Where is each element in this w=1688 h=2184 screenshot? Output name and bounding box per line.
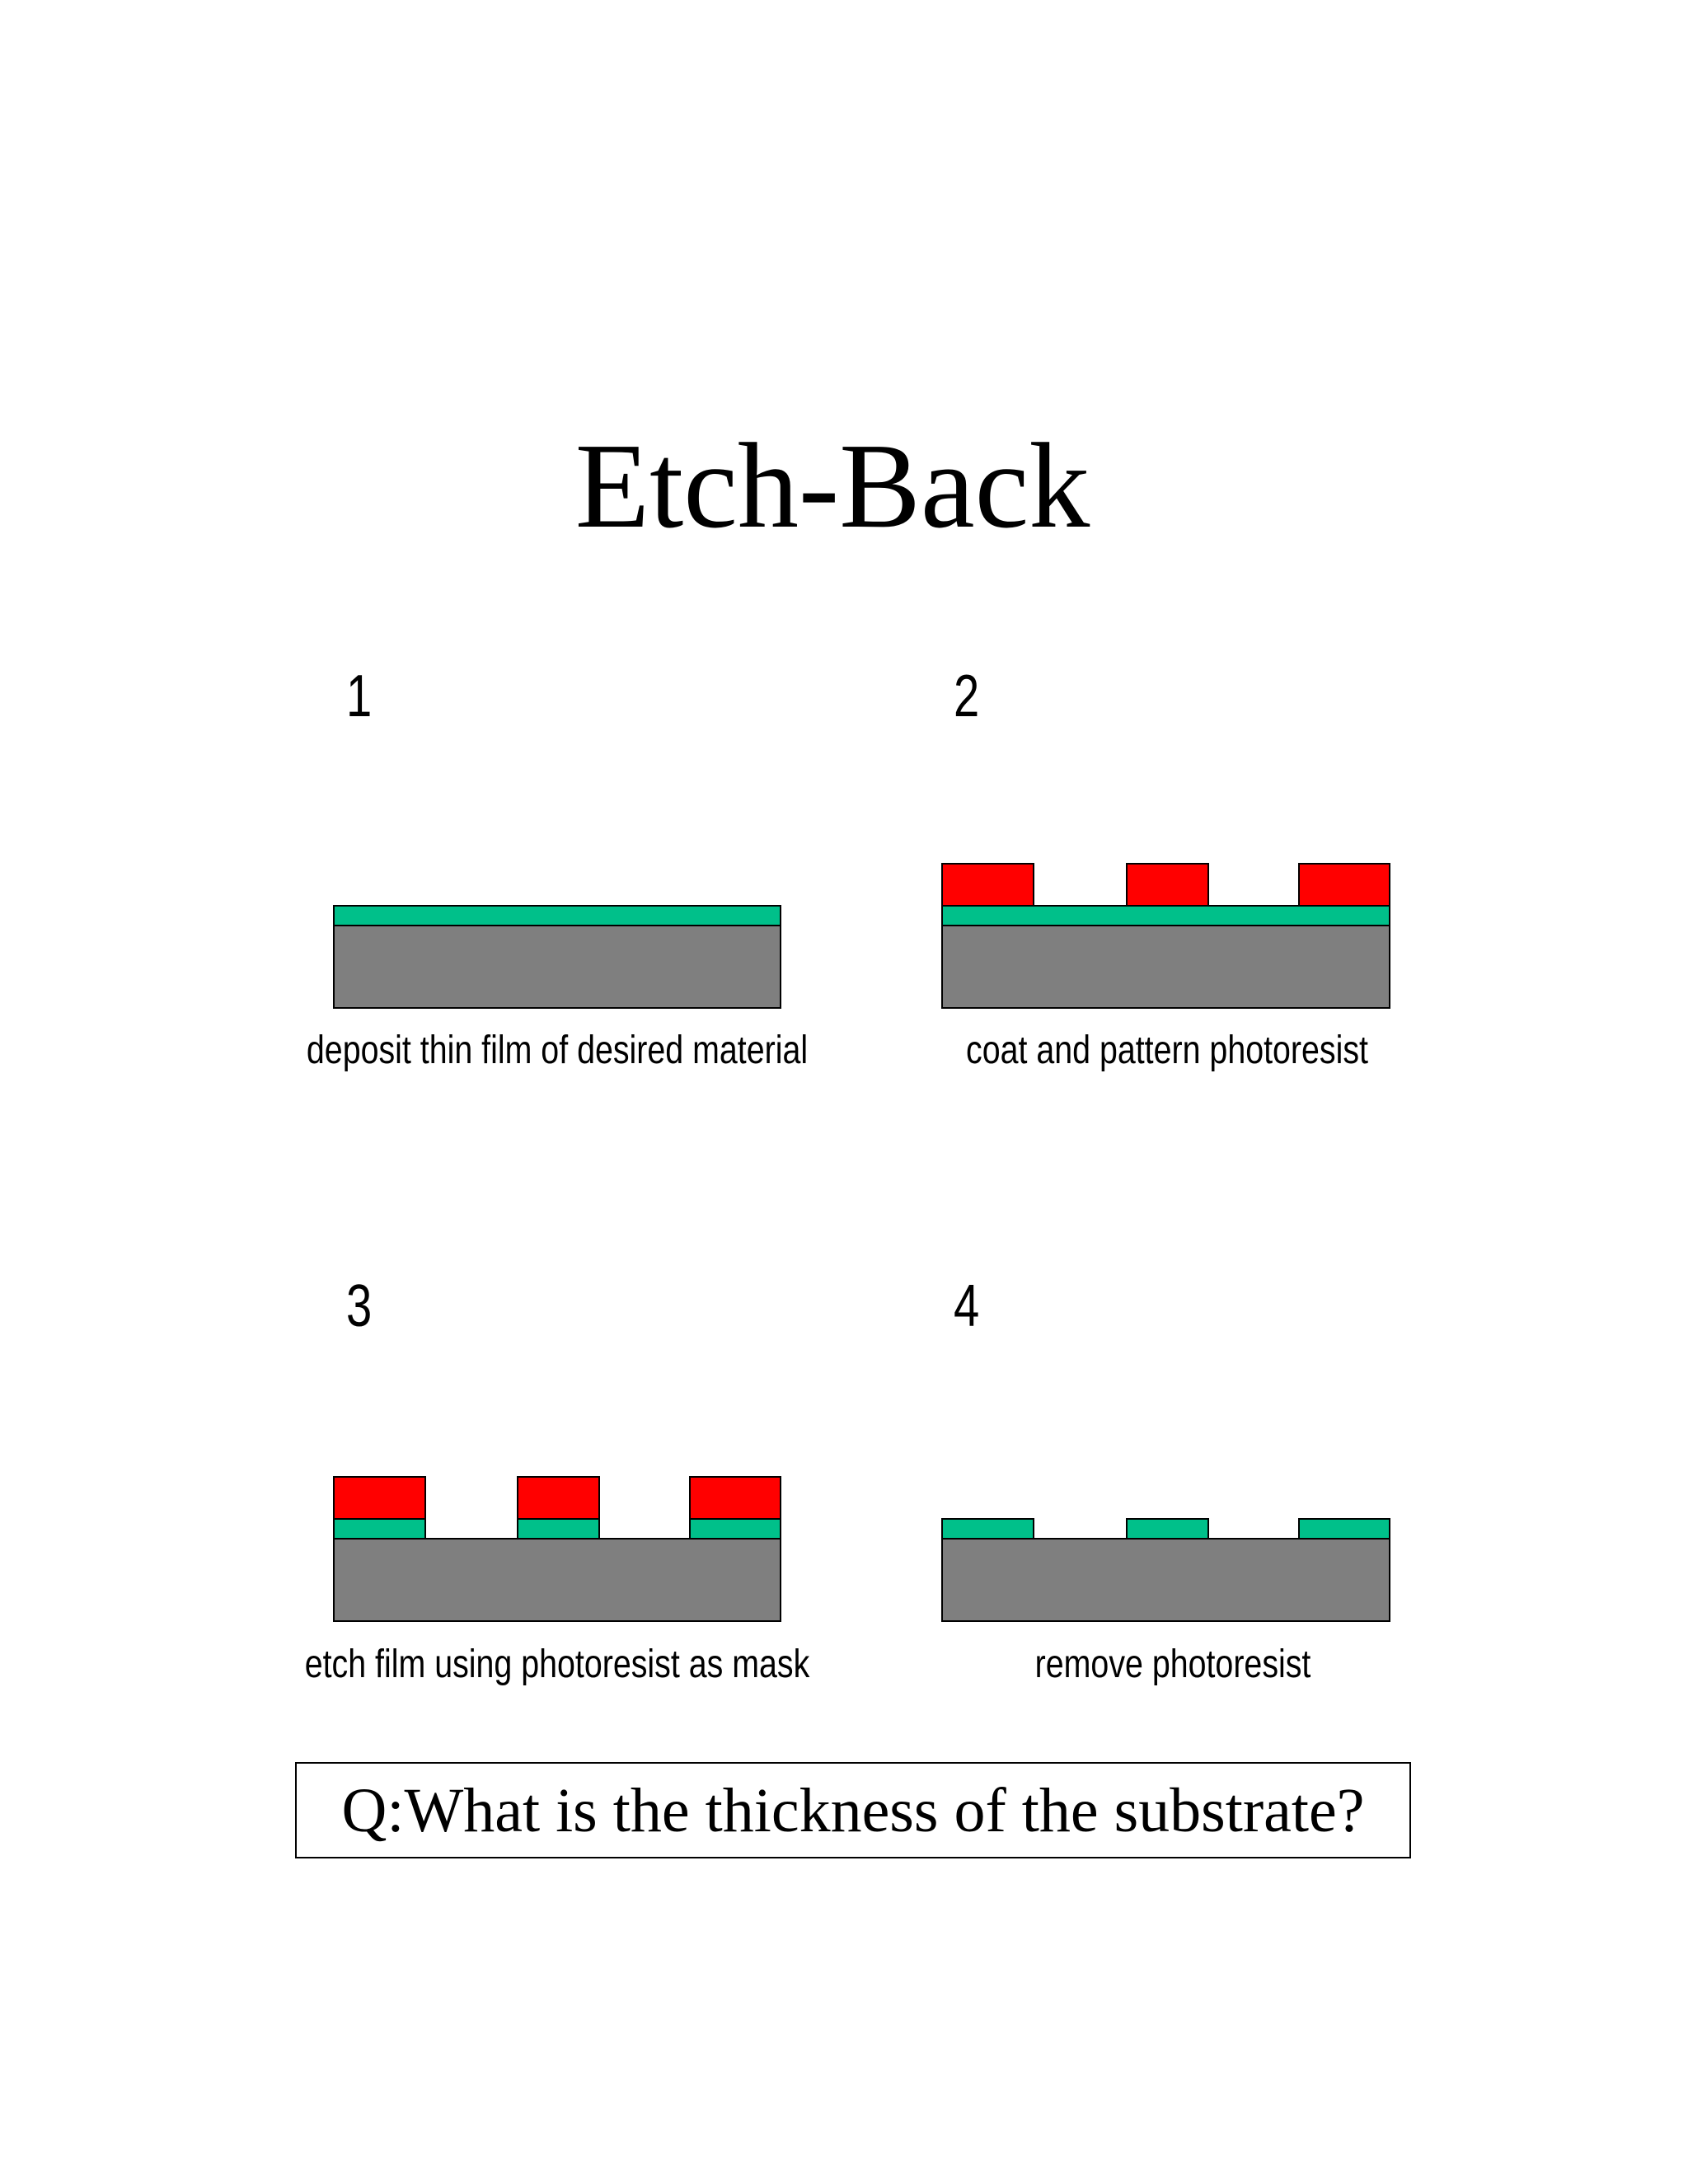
step-4-caption: remove photoresist (1034, 1643, 1311, 1686)
step-1-substrate (333, 925, 781, 1009)
step-2-resist-left (941, 863, 1034, 907)
step-3-diagram (333, 1476, 781, 1622)
step-3-number: 3 (346, 1273, 373, 1339)
step-3-substrate (333, 1538, 781, 1622)
step-1-caption: deposit thin film of desired material (306, 1029, 809, 1072)
step-4-number: 4 (954, 1273, 980, 1339)
step-1-diagram (333, 905, 781, 1009)
step-3-caption: etch film using photoresist as mask (304, 1643, 810, 1686)
step-4-film-left (941, 1518, 1034, 1540)
question-box: Q:What is the thickness of the substrate… (295, 1762, 1411, 1858)
step-3-resist-right (689, 1476, 781, 1520)
step-1-film (333, 905, 781, 926)
step-3-film-left (333, 1518, 426, 1540)
step-2-resist-middle (1126, 863, 1209, 907)
step-2-film (941, 905, 1390, 926)
step-2-number: 2 (954, 663, 980, 729)
question-text: Q:What is the thickness of the substrate… (341, 1775, 1365, 1845)
step-1-number: 1 (346, 663, 373, 729)
step-3-film-right (689, 1518, 781, 1540)
step-4-film-right (1298, 1518, 1390, 1540)
step-4-film-middle (1126, 1518, 1209, 1540)
step-3-resist-left (333, 1476, 426, 1520)
step-2-caption: coat and pattern photoresist (966, 1029, 1368, 1072)
step-4-substrate (941, 1538, 1390, 1622)
step-2-resist-right (1298, 863, 1390, 907)
page-title: Etch-Back (574, 419, 1090, 554)
step-2-diagram (941, 863, 1390, 1009)
step-2-substrate (941, 925, 1390, 1009)
step-3-film-middle (517, 1518, 600, 1540)
step-4-diagram (941, 1518, 1390, 1622)
step-3-resist-middle (517, 1476, 600, 1520)
